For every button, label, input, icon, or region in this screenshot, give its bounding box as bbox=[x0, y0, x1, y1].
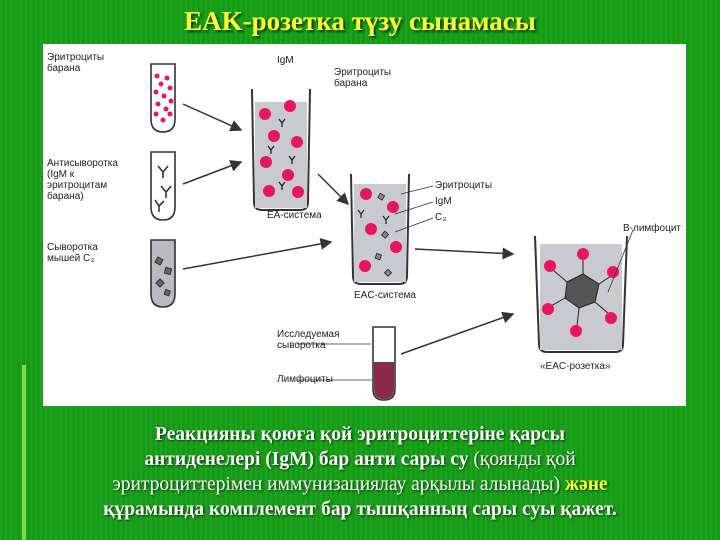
diagram-panel: Эритроциты барана Антисыворотка (IgM к э… bbox=[43, 44, 686, 406]
tube-erythrocytes bbox=[151, 64, 175, 132]
text-line-3b: және bbox=[565, 474, 608, 495]
text-line-2a: антиденелері (IgM) бар анти сары су bbox=[144, 449, 473, 470]
tube-lymphocytes bbox=[373, 327, 395, 400]
beaker-rosette bbox=[535, 236, 627, 352]
label-erythrocytes-right: Эритроциты барана bbox=[334, 67, 391, 89]
beaker-eac bbox=[351, 174, 409, 284]
text-line-1: Реакцияны қоюға қой эритроциттеріне қарс… bbox=[30, 422, 690, 447]
arrow-lymph-to-rosette bbox=[401, 314, 513, 354]
text-line-2b: (қоянды қой bbox=[473, 449, 575, 470]
text-line-3a: эритроциттерімен иммунизациялау арқылы а… bbox=[112, 474, 565, 495]
diagram-svg bbox=[43, 44, 686, 406]
label-test-serum: Исследуемая сыворотка bbox=[277, 329, 340, 351]
label-eac-rosette: «EAC-розетка» bbox=[540, 361, 610, 372]
arrow-eac-to-rosette bbox=[415, 249, 513, 254]
label-tube-antiserum: Антисыворотка (IgM к эритроцитам барана) bbox=[47, 158, 118, 202]
arrow-ea-to-eac bbox=[318, 174, 348, 204]
label-igm: IgM bbox=[277, 55, 294, 66]
label-eac-erythrocytes: Эритроциты bbox=[435, 180, 492, 191]
label-eac-igm: IgM bbox=[435, 196, 452, 207]
tube-antiserum bbox=[151, 152, 175, 220]
text-line-4: құрамында комплемент бар тышқанның сары … bbox=[30, 497, 690, 522]
label-eac-system: EAC-система bbox=[354, 290, 416, 301]
label-eac-c3: C₃ bbox=[435, 212, 446, 223]
label-tube-erythrocytes: Эритроциты барана bbox=[47, 52, 104, 74]
label-tube-mouse-serum: Сыворотка мышей C₃ bbox=[47, 242, 98, 264]
page-title: EAK-розетка түзу сынамасы bbox=[0, 6, 720, 37]
label-b-lymphocyte: B-лимфоцит bbox=[623, 223, 681, 234]
decorative-stripe bbox=[22, 365, 26, 540]
description-text: Реакцияны қоюға қой эритроциттеріне қарс… bbox=[30, 422, 690, 522]
beaker-ea bbox=[252, 89, 310, 210]
label-lymphocytes: Лимфоциты bbox=[277, 374, 333, 385]
tube-mouse-serum bbox=[151, 240, 175, 307]
label-ea-system: EA-система bbox=[267, 210, 322, 221]
